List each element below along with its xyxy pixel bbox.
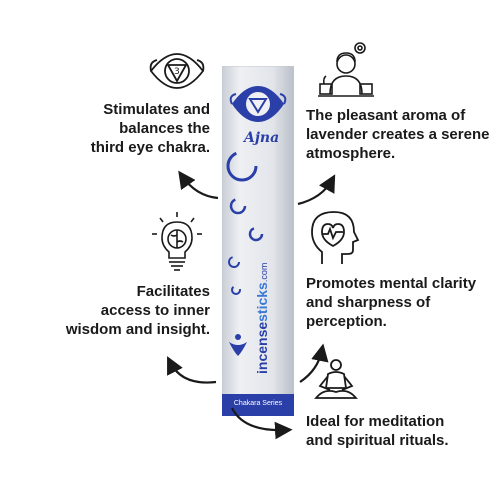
series-label: Chakara Series	[233, 400, 283, 407]
arrow-to-aroma	[297, 174, 336, 206]
feature-aroma-text: The pleasant aroma of lavender creates a…	[306, 107, 490, 162]
feature-chakra-text: Stimulates and balances the third eye ch…	[90, 101, 210, 156]
arrow-to-chakra	[178, 170, 219, 200]
arrow-to-wisdom	[167, 356, 217, 384]
head-heartbeat-icon	[308, 208, 360, 266]
brand-logo-icon	[229, 334, 247, 356]
decorative-swirls	[226, 150, 264, 295]
product-name: Ajna	[244, 130, 280, 146]
svg-text:3: 3	[174, 67, 180, 77]
arrow-to-meditation	[231, 407, 293, 440]
feature-clarity-text: Promotes mental clarity and sharpness of…	[306, 275, 477, 330]
feature-wisdom-text: Facilitates access to inner wisdom and i…	[65, 283, 210, 338]
feature-meditation-text: Ideal for meditation and spiritual ritua…	[306, 413, 449, 449]
arrow-to-clarity	[299, 343, 329, 383]
relaxing-woman-icon	[316, 40, 376, 98]
third-eye-chakra-icon: 3	[148, 50, 206, 92]
incense-box-graphic	[222, 66, 294, 416]
brain-lightbulb-icon	[150, 210, 204, 274]
series-band	[222, 394, 294, 416]
meditation-icon	[312, 358, 360, 404]
incense-box: Ajna incensesticks.com Chakara Series	[222, 66, 294, 416]
ajna-emblem	[229, 86, 287, 122]
